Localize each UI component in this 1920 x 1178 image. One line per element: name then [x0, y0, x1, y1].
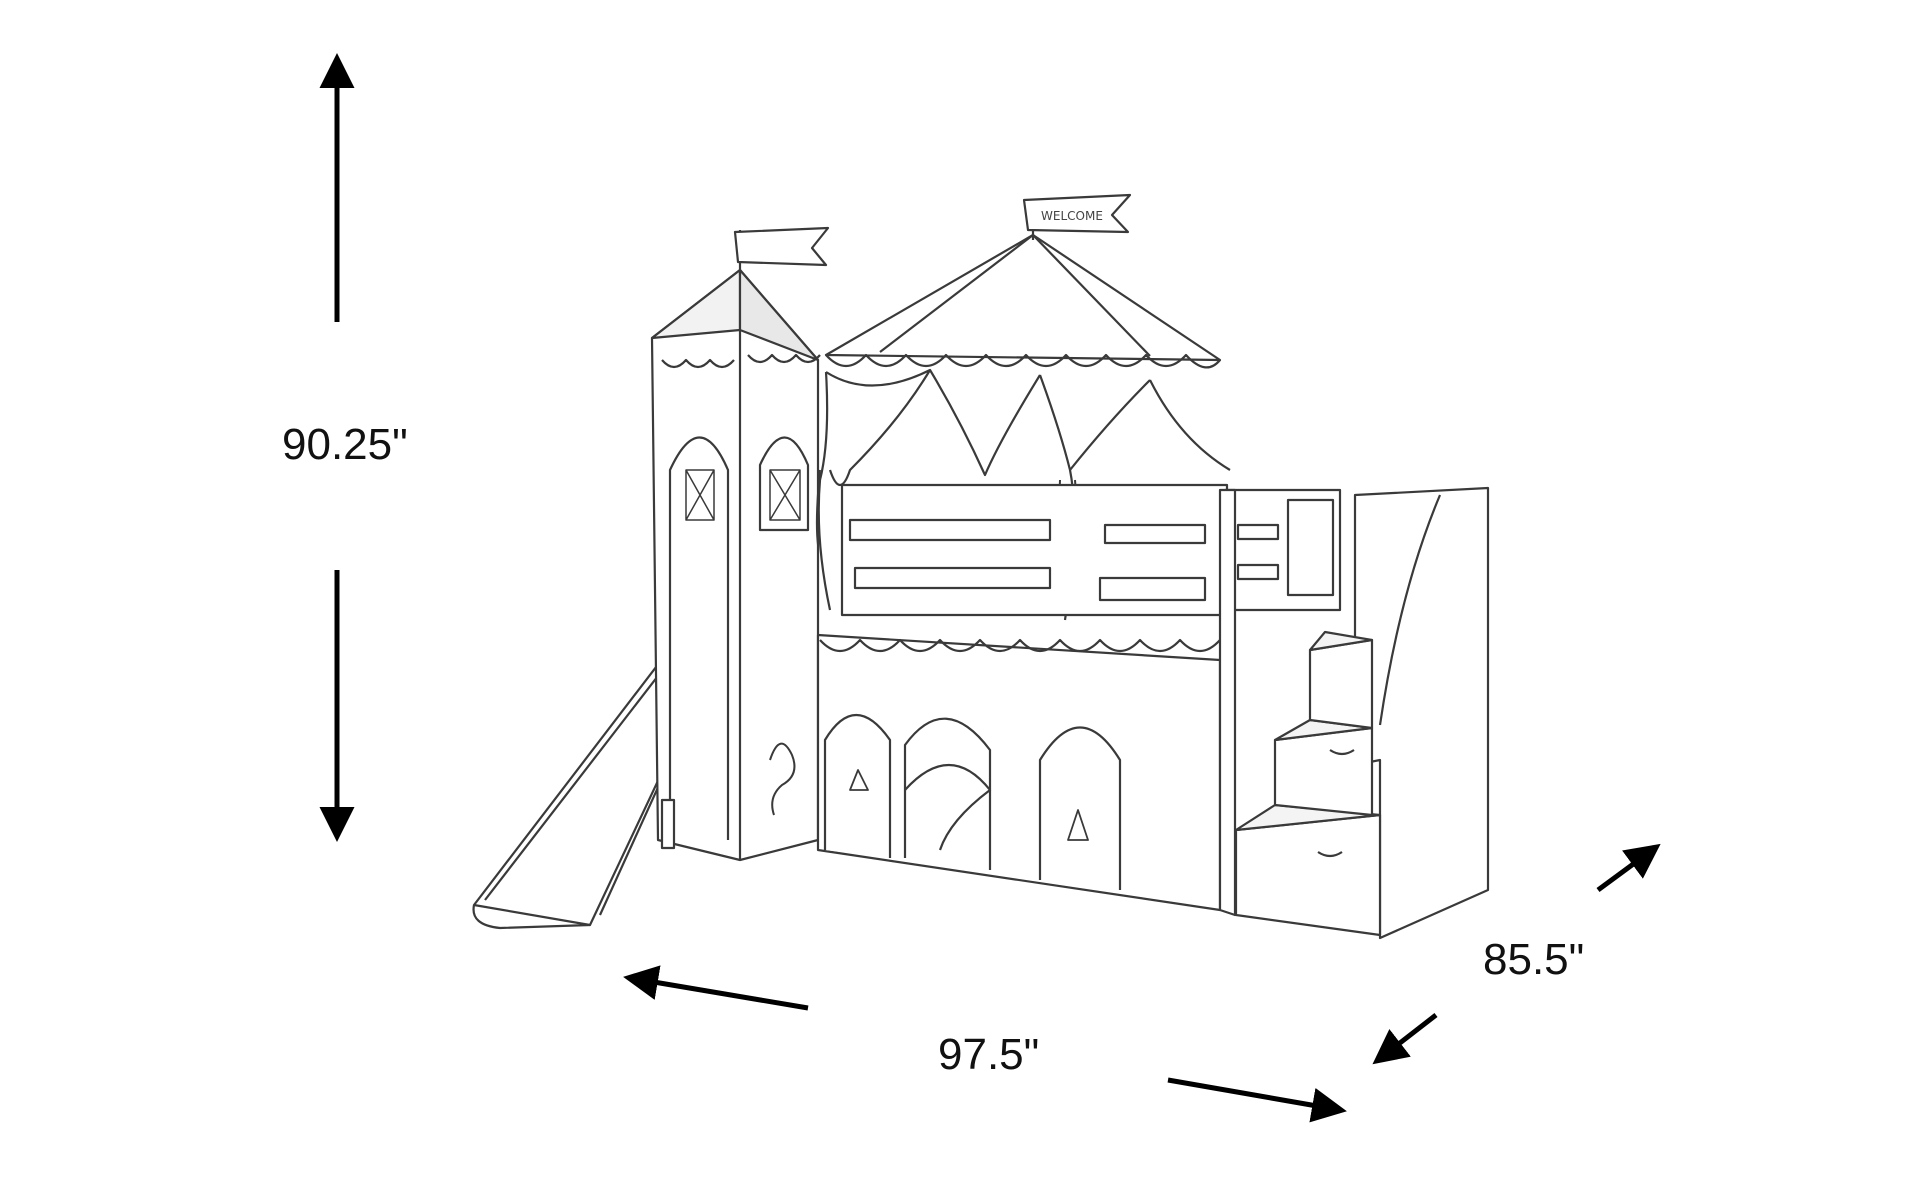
support-legs — [660, 798, 676, 850]
canopy-roof — [824, 205, 1222, 369]
bed-frame-end — [1218, 488, 1237, 917]
height-dimension-label: 90.25" — [282, 420, 408, 469]
tower-flag — [733, 226, 830, 267]
lower-tent — [816, 633, 1222, 912]
staircase — [1234, 486, 1490, 940]
upper-guard-rail — [840, 483, 1342, 617]
width-arrow — [623, 965, 1347, 1123]
canopy-flag: WELCOME — [1022, 193, 1132, 234]
canopy-flag-text: WELCOME — [1041, 209, 1103, 223]
left-tower — [650, 230, 821, 862]
depth-dimension-label: 85.5" — [1483, 935, 1585, 984]
depth-arrow — [1372, 843, 1661, 1065]
width-dimension-label: 97.5" — [938, 1030, 1040, 1079]
loft-bed-illustration: WELCOME — [472, 193, 1490, 940]
